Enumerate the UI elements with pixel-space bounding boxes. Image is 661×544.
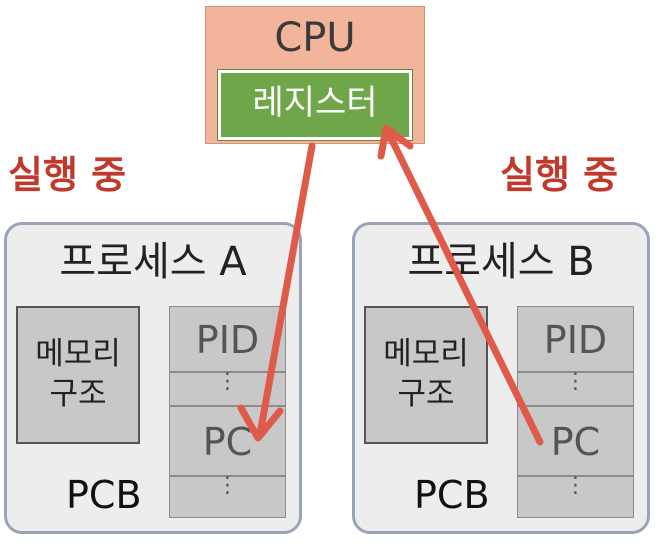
process-b-memory-box (364, 306, 488, 444)
process-a-memory-label-1: 메모리 (35, 336, 121, 372)
process-b-pcb-pc: PC (517, 406, 634, 476)
register-box (217, 69, 413, 141)
process-b-pcb-ellipsis-2: ⋮ (517, 475, 634, 518)
process-a-pcb-pid: PID (169, 306, 286, 372)
process-b-title: 프로세스 B (407, 239, 595, 285)
process-b-memory-label-1: 메모리 (383, 336, 469, 372)
process-b-pcb-ellipsis-1: ⋮ (517, 371, 634, 406)
process-a-memory-box (16, 306, 140, 444)
cpu-label: CPU (274, 15, 356, 61)
process-b-pcb-label: PCB (414, 473, 490, 517)
arrow-register-to-pc-a (237, 142, 316, 442)
process-b-pcb-pid: PID (517, 306, 634, 372)
arrow-pc-b-to-register (377, 124, 544, 446)
status-running-right: 실행 중 (500, 153, 619, 197)
process-b-memory-label-2: 구조 (397, 376, 455, 412)
register-label: 레지스터 (252, 83, 378, 123)
process-a-memory-label-2: 구조 (49, 376, 107, 412)
process-a-pcb-label: PCB (66, 473, 142, 517)
process-a-pcb-ellipsis-2: ⋮ (169, 475, 286, 518)
status-running-left: 실행 중 (8, 153, 127, 197)
process-a-title: 프로세스 A (59, 239, 247, 285)
